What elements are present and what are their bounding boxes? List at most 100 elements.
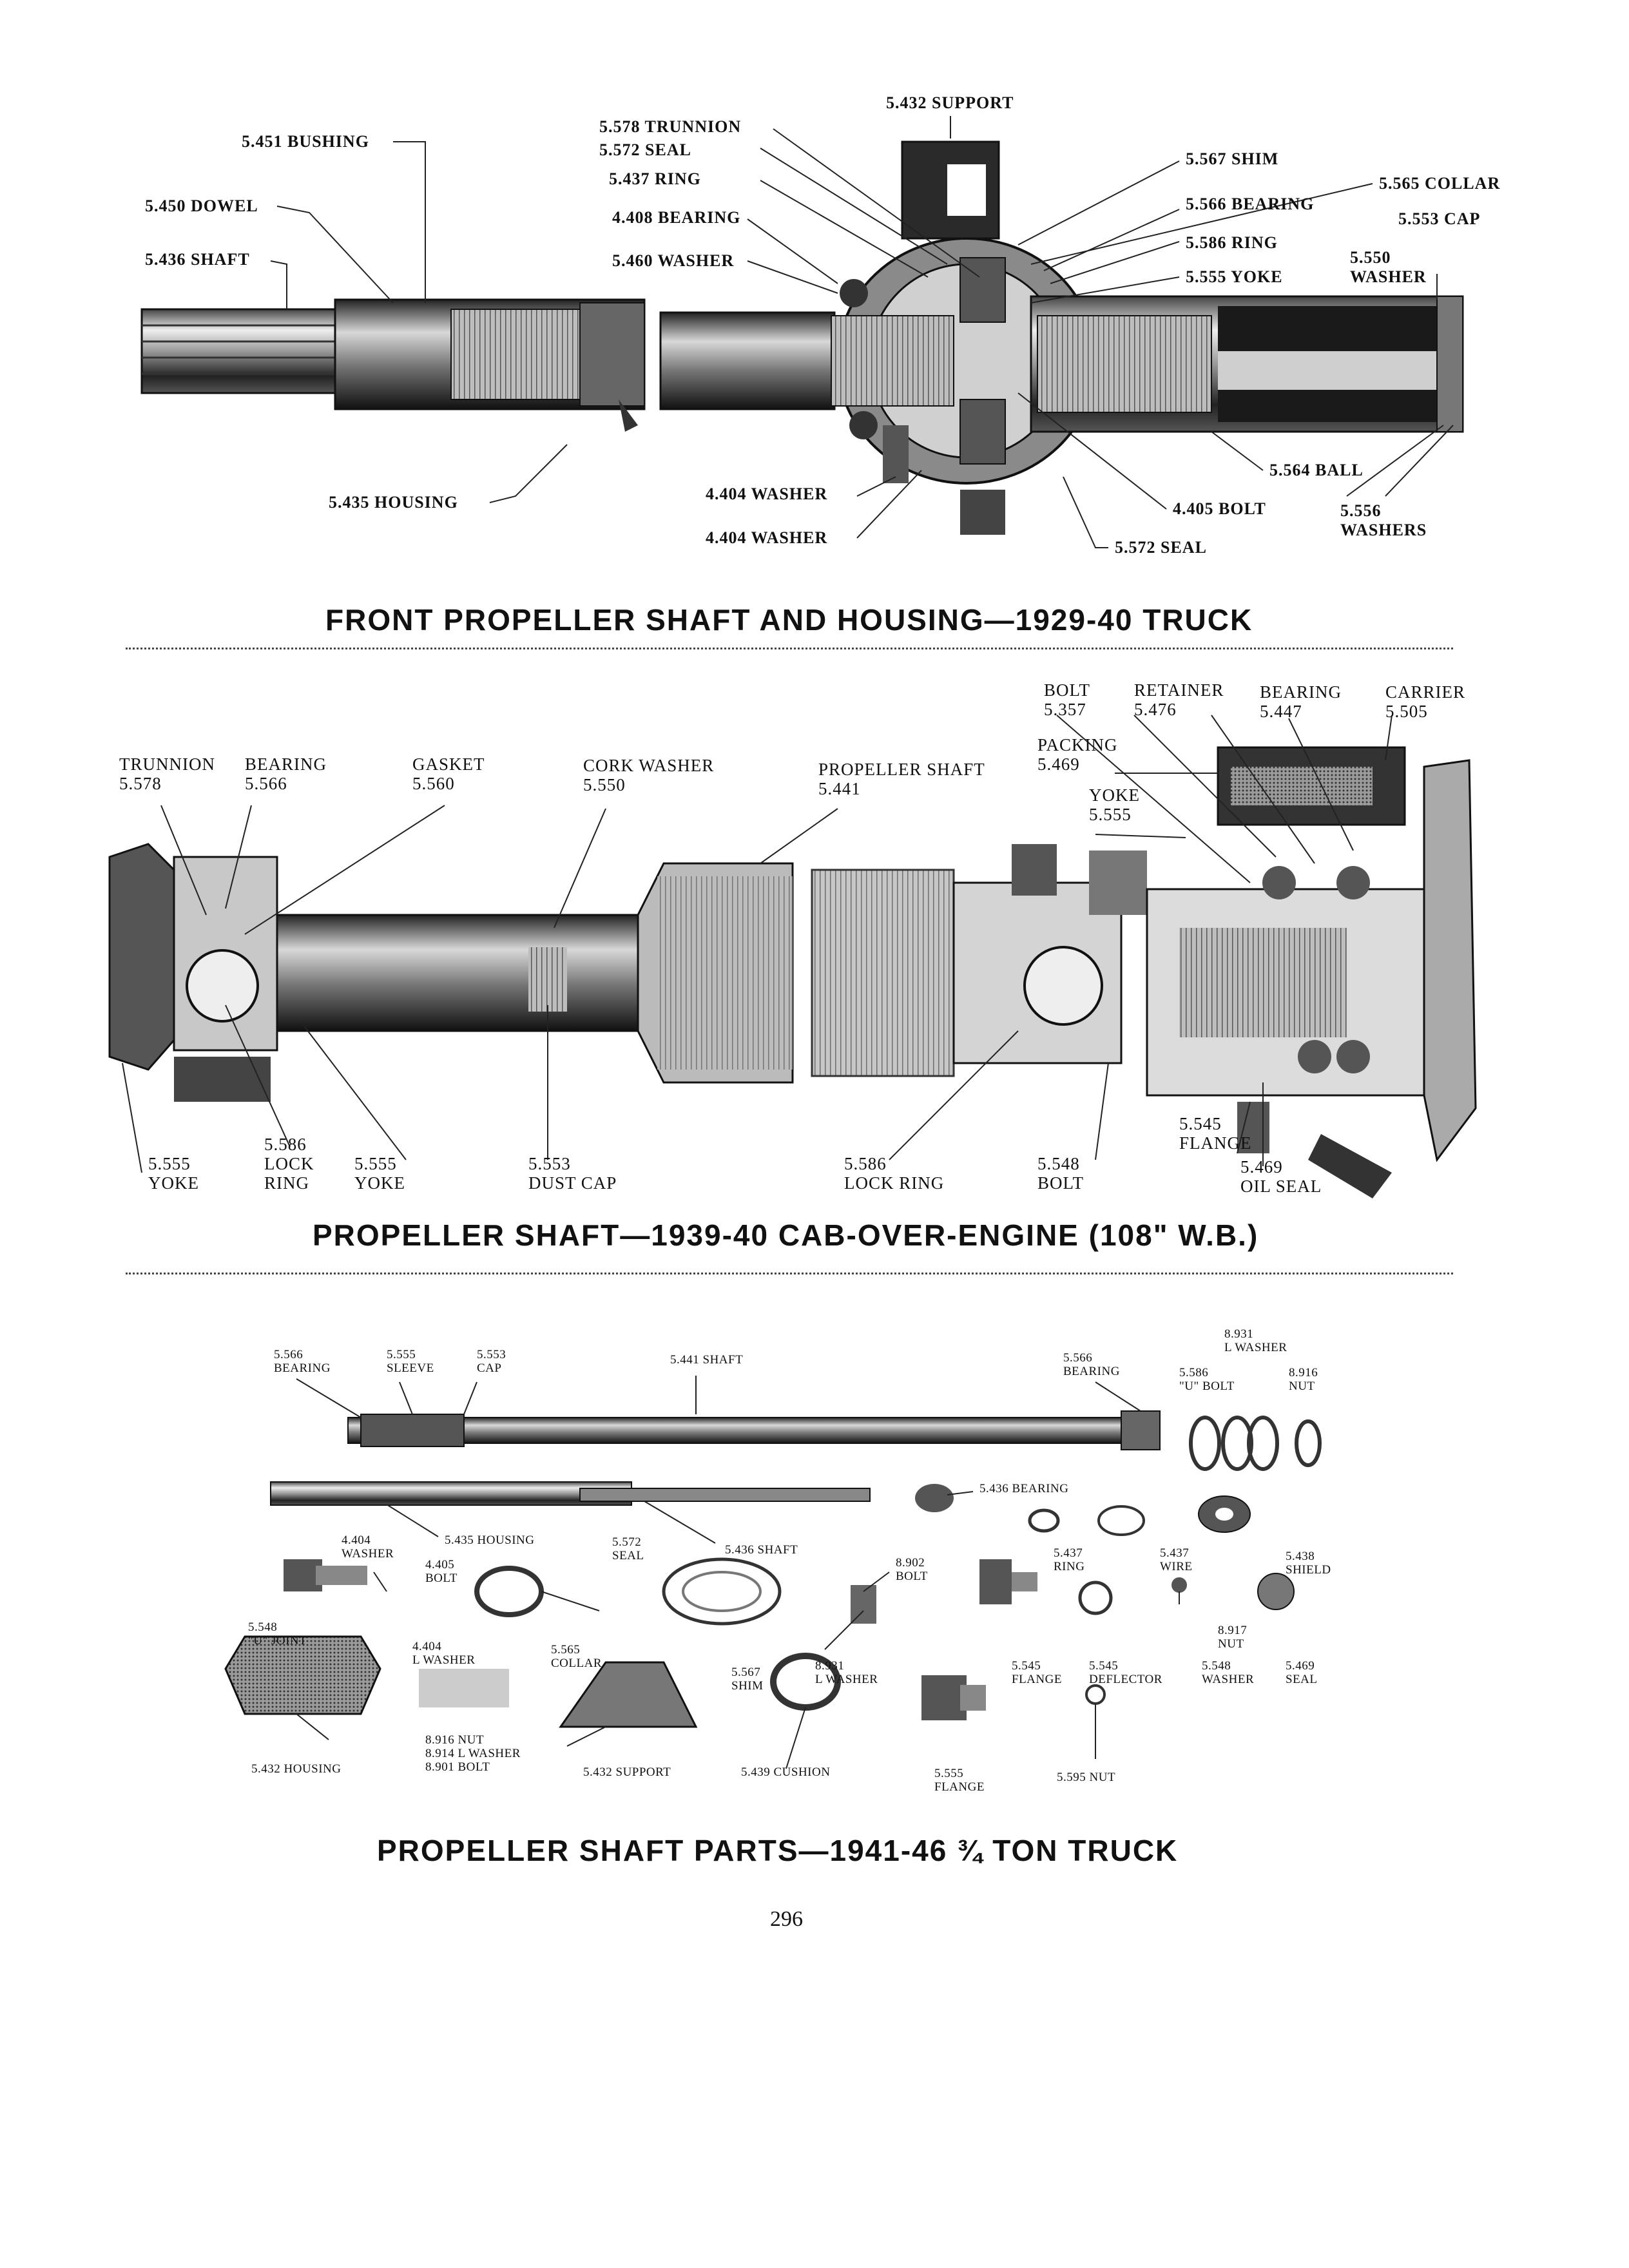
label-washer-404b: 4.404 WASHER <box>706 528 828 547</box>
label-propeller-shaft-name: PROPELLER SHAFT <box>818 760 985 779</box>
label-f3-25b: DEFLECTOR <box>1089 1673 1162 1686</box>
label-yoke-mid-name: YOKE <box>354 1173 405 1193</box>
label-f3-7: 5.586 <box>1179 1366 1209 1379</box>
label-f3-11: 5.435 HOUSING <box>445 1533 535 1547</box>
label-washer-550-name: WASHER <box>1350 267 1427 286</box>
label-washer-460: 5.460 WASHER <box>612 251 735 270</box>
fig2-leaders <box>122 715 1393 1173</box>
label-trunnion-name: TRUNNION <box>119 754 215 774</box>
label-dust-cap-name: DUST CAP <box>528 1173 617 1193</box>
label-f3-4: 5.441 SHAFT <box>670 1353 744 1367</box>
label-retainer-num: 5.476 <box>1134 700 1177 719</box>
label-bearing-566-name: BEARING <box>245 754 327 774</box>
label-f3-29: 8.916 NUT <box>425 1733 485 1747</box>
label-ring-586: 5.586 RING <box>1186 233 1278 252</box>
label-retainer-name: RETAINER <box>1134 680 1224 700</box>
label-f3-36: 5.595 NUT <box>1057 1771 1116 1784</box>
label-lock-ring-2-num: 5.586 <box>844 1154 887 1173</box>
label-lock-ring-name2: RING <box>264 1173 309 1193</box>
label-packing-name: PACKING <box>1037 735 1118 754</box>
label-f3-8: 8.916 <box>1289 1366 1318 1379</box>
label-f3-20: 4.404 <box>412 1640 442 1653</box>
label-f3-16: 5.437 <box>1160 1546 1190 1560</box>
label-f3-32: 5.432 HOUSING <box>251 1762 342 1776</box>
label-bolt-405: 4.405 BOLT <box>1173 499 1266 518</box>
label-shaft: 5.436 SHAFT <box>145 250 250 269</box>
label-yoke: 5.555 YOKE <box>1186 267 1283 286</box>
label-gasket-name: GASKET <box>412 754 485 774</box>
label-f3-6b: L WASHER <box>1224 1341 1287 1354</box>
label-support: 5.432 SUPPORT <box>886 93 1014 112</box>
label-f3-2: 5.555 <box>387 1348 416 1361</box>
label-lock-ring-2-name: LOCK RING <box>844 1173 945 1193</box>
page-number: 296 <box>770 1907 803 1931</box>
label-gasket-num: 5.560 <box>412 774 455 793</box>
label-bolt-357-name: BOLT <box>1044 680 1091 700</box>
label-f3-5b: BEARING <box>1063 1365 1120 1378</box>
label-f3-24b: FLANGE <box>1012 1673 1062 1686</box>
label-collar: 5.565 COLLAR <box>1379 174 1501 193</box>
label-f3-2b: SLEEVE <box>387 1361 434 1375</box>
label-f3-1b: BEARING <box>274 1361 331 1375</box>
label-f3-5: 5.566 <box>1063 1351 1093 1365</box>
label-bolt-357-num: 5.357 <box>1044 700 1086 719</box>
label-trunnion: 5.578 TRUNNION <box>599 117 742 136</box>
label-f3-24: 5.545 <box>1012 1659 1041 1673</box>
fig2-drawing <box>108 746 1477 1198</box>
label-oil-seal-name: OIL SEAL <box>1240 1177 1322 1196</box>
label-f3-20b: L WASHER <box>412 1653 476 1667</box>
label-seal: 5.572 SEAL <box>599 140 691 159</box>
label-washer-404a: 4.404 WASHER <box>706 485 828 503</box>
label-shim: 5.567 SHIM <box>1186 149 1279 168</box>
label-ring: 5.437 RING <box>609 169 701 188</box>
label-dust-cap-num: 5.553 <box>528 1154 571 1173</box>
label-f3-14: 8.902 <box>896 1556 925 1570</box>
fig1-title: FRONT PROPELLER SHAFT AND HOUSING—1929-4… <box>325 603 1253 637</box>
label-f3-10b: WASHER <box>342 1547 394 1561</box>
label-f3-30: 8.914 L WASHER <box>425 1747 521 1760</box>
fig1-drawing <box>140 140 1464 535</box>
label-f3-15b: RING <box>1054 1560 1085 1573</box>
label-lock-ring-name1: LOCK <box>264 1154 314 1173</box>
label-f3-22: 5.567 <box>731 1666 761 1679</box>
fig1-leaders <box>270 116 1454 548</box>
label-f3-28b: SEAL <box>1286 1673 1318 1686</box>
label-f3-19: 5.548 <box>248 1620 278 1634</box>
label-cap: 5.553 CAP <box>1398 209 1481 228</box>
label-seal-572: 5.572 SEAL <box>1115 538 1207 557</box>
label-f3-33: 5.432 SUPPORT <box>583 1765 671 1779</box>
label-f3-26: 5.548 <box>1202 1659 1231 1673</box>
label-f3-35b: FLANGE <box>934 1780 985 1794</box>
label-yoke-left-name: YOKE <box>148 1173 199 1193</box>
label-f3-17: 5.438 <box>1286 1550 1315 1563</box>
label-propeller-shaft-num: 5.441 <box>818 779 861 798</box>
label-f3-28: 5.469 <box>1286 1659 1315 1673</box>
label-f3-31: 8.901 BOLT <box>425 1760 490 1774</box>
label-bearing: 4.408 BEARING <box>612 208 741 227</box>
label-f3-13: 5.436 SHAFT <box>725 1543 798 1557</box>
label-f3-21b: COLLAR <box>551 1657 602 1670</box>
label-f3-15: 5.437 <box>1054 1546 1083 1560</box>
label-f3-14b: BOLT <box>896 1570 928 1583</box>
label-dowel: 5.450 DOWEL <box>145 197 258 215</box>
label-bolt-548-name: BOLT <box>1037 1173 1084 1193</box>
label-bushing: 5.451 BUSHING <box>242 132 369 151</box>
label-bolt-548-num: 5.548 <box>1037 1154 1080 1173</box>
label-flange-num: 5.545 <box>1179 1114 1222 1133</box>
label-yoke-left-num: 5.555 <box>148 1154 191 1173</box>
label-oil-seal-num: 5.469 <box>1240 1157 1283 1177</box>
label-bearing-566: 5.566 BEARING <box>1186 195 1315 213</box>
label-packing-num: 5.469 <box>1037 754 1080 774</box>
label-f3-8b: NUT <box>1289 1379 1315 1393</box>
label-carrier-name: CARRIER <box>1385 682 1466 702</box>
label-ball: 5.564 BALL <box>1269 461 1364 479</box>
label-f3-1: 5.566 <box>274 1348 304 1361</box>
label-f3-3: 5.553 <box>477 1348 506 1361</box>
label-f3-21: 5.565 <box>551 1643 581 1657</box>
label-f3-27b: NUT <box>1218 1637 1244 1651</box>
label-f3-22b: SHIM <box>731 1679 764 1693</box>
label-f3-19b: "U" JOINT <box>248 1634 307 1648</box>
label-carrier-num: 5.505 <box>1385 702 1428 721</box>
fig3-leaders <box>296 1376 1180 1769</box>
